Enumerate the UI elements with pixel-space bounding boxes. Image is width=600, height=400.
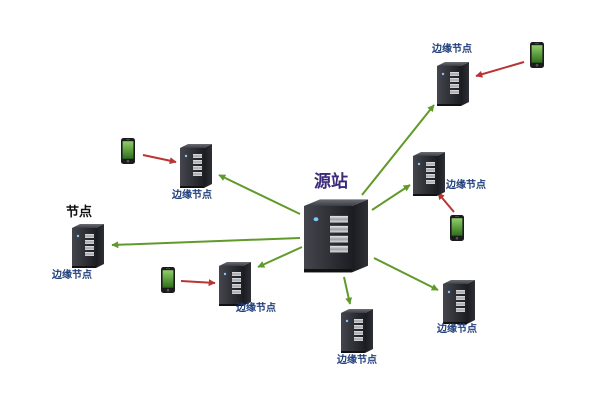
smartphone-icon	[450, 215, 464, 241]
origin-server-icon	[304, 196, 372, 279]
arrow-origin-to-upper-left	[218, 174, 301, 215]
smartphone-icon	[530, 42, 544, 68]
arrow-origin-to-top-right	[361, 104, 435, 196]
edge-node-label-lower-left: 边缘节点	[236, 303, 276, 314]
edge-server-icon	[72, 222, 106, 272]
source-label: 源站	[314, 172, 348, 192]
origin-arrows	[111, 104, 439, 305]
edge-node-label-upper-right: 边缘节点	[446, 180, 486, 191]
arrow-origin-to-lower-left	[257, 246, 303, 268]
edge-node-label-far-left: 边缘节点	[52, 270, 92, 281]
arrow-origin-to-far-left	[111, 237, 301, 249]
edge-server-icon	[437, 60, 471, 110]
arrow-phone-to-lower-left-node	[180, 279, 216, 287]
arrow-phone-to-upper-right-node	[437, 192, 455, 213]
arrow-origin-to-upper-right	[371, 184, 411, 211]
smartphone-icon	[121, 138, 135, 164]
arrow-phone-to-upper-left-node	[142, 154, 177, 165]
edge-server-icon	[180, 142, 214, 192]
edge-server-icon	[443, 278, 477, 328]
edge-server-icon	[341, 307, 375, 357]
arrow-phone-to-top-right-node	[475, 61, 525, 78]
edge-node-label-upper-left: 边缘节点	[172, 190, 212, 201]
arrow-origin-to-bottom	[343, 276, 353, 305]
edge-node-label-bottom: 边缘节点	[337, 355, 377, 366]
edge-node-label-lower-right: 边缘节点	[437, 324, 477, 335]
node-heading-label: 节点	[66, 205, 93, 220]
arrow-origin-to-lower-right	[373, 257, 439, 291]
client-arrows	[142, 61, 525, 287]
smartphone-icon	[161, 267, 175, 293]
edge-node-label-top-right: 边缘节点	[432, 44, 472, 55]
edge-server-icon	[413, 150, 447, 200]
